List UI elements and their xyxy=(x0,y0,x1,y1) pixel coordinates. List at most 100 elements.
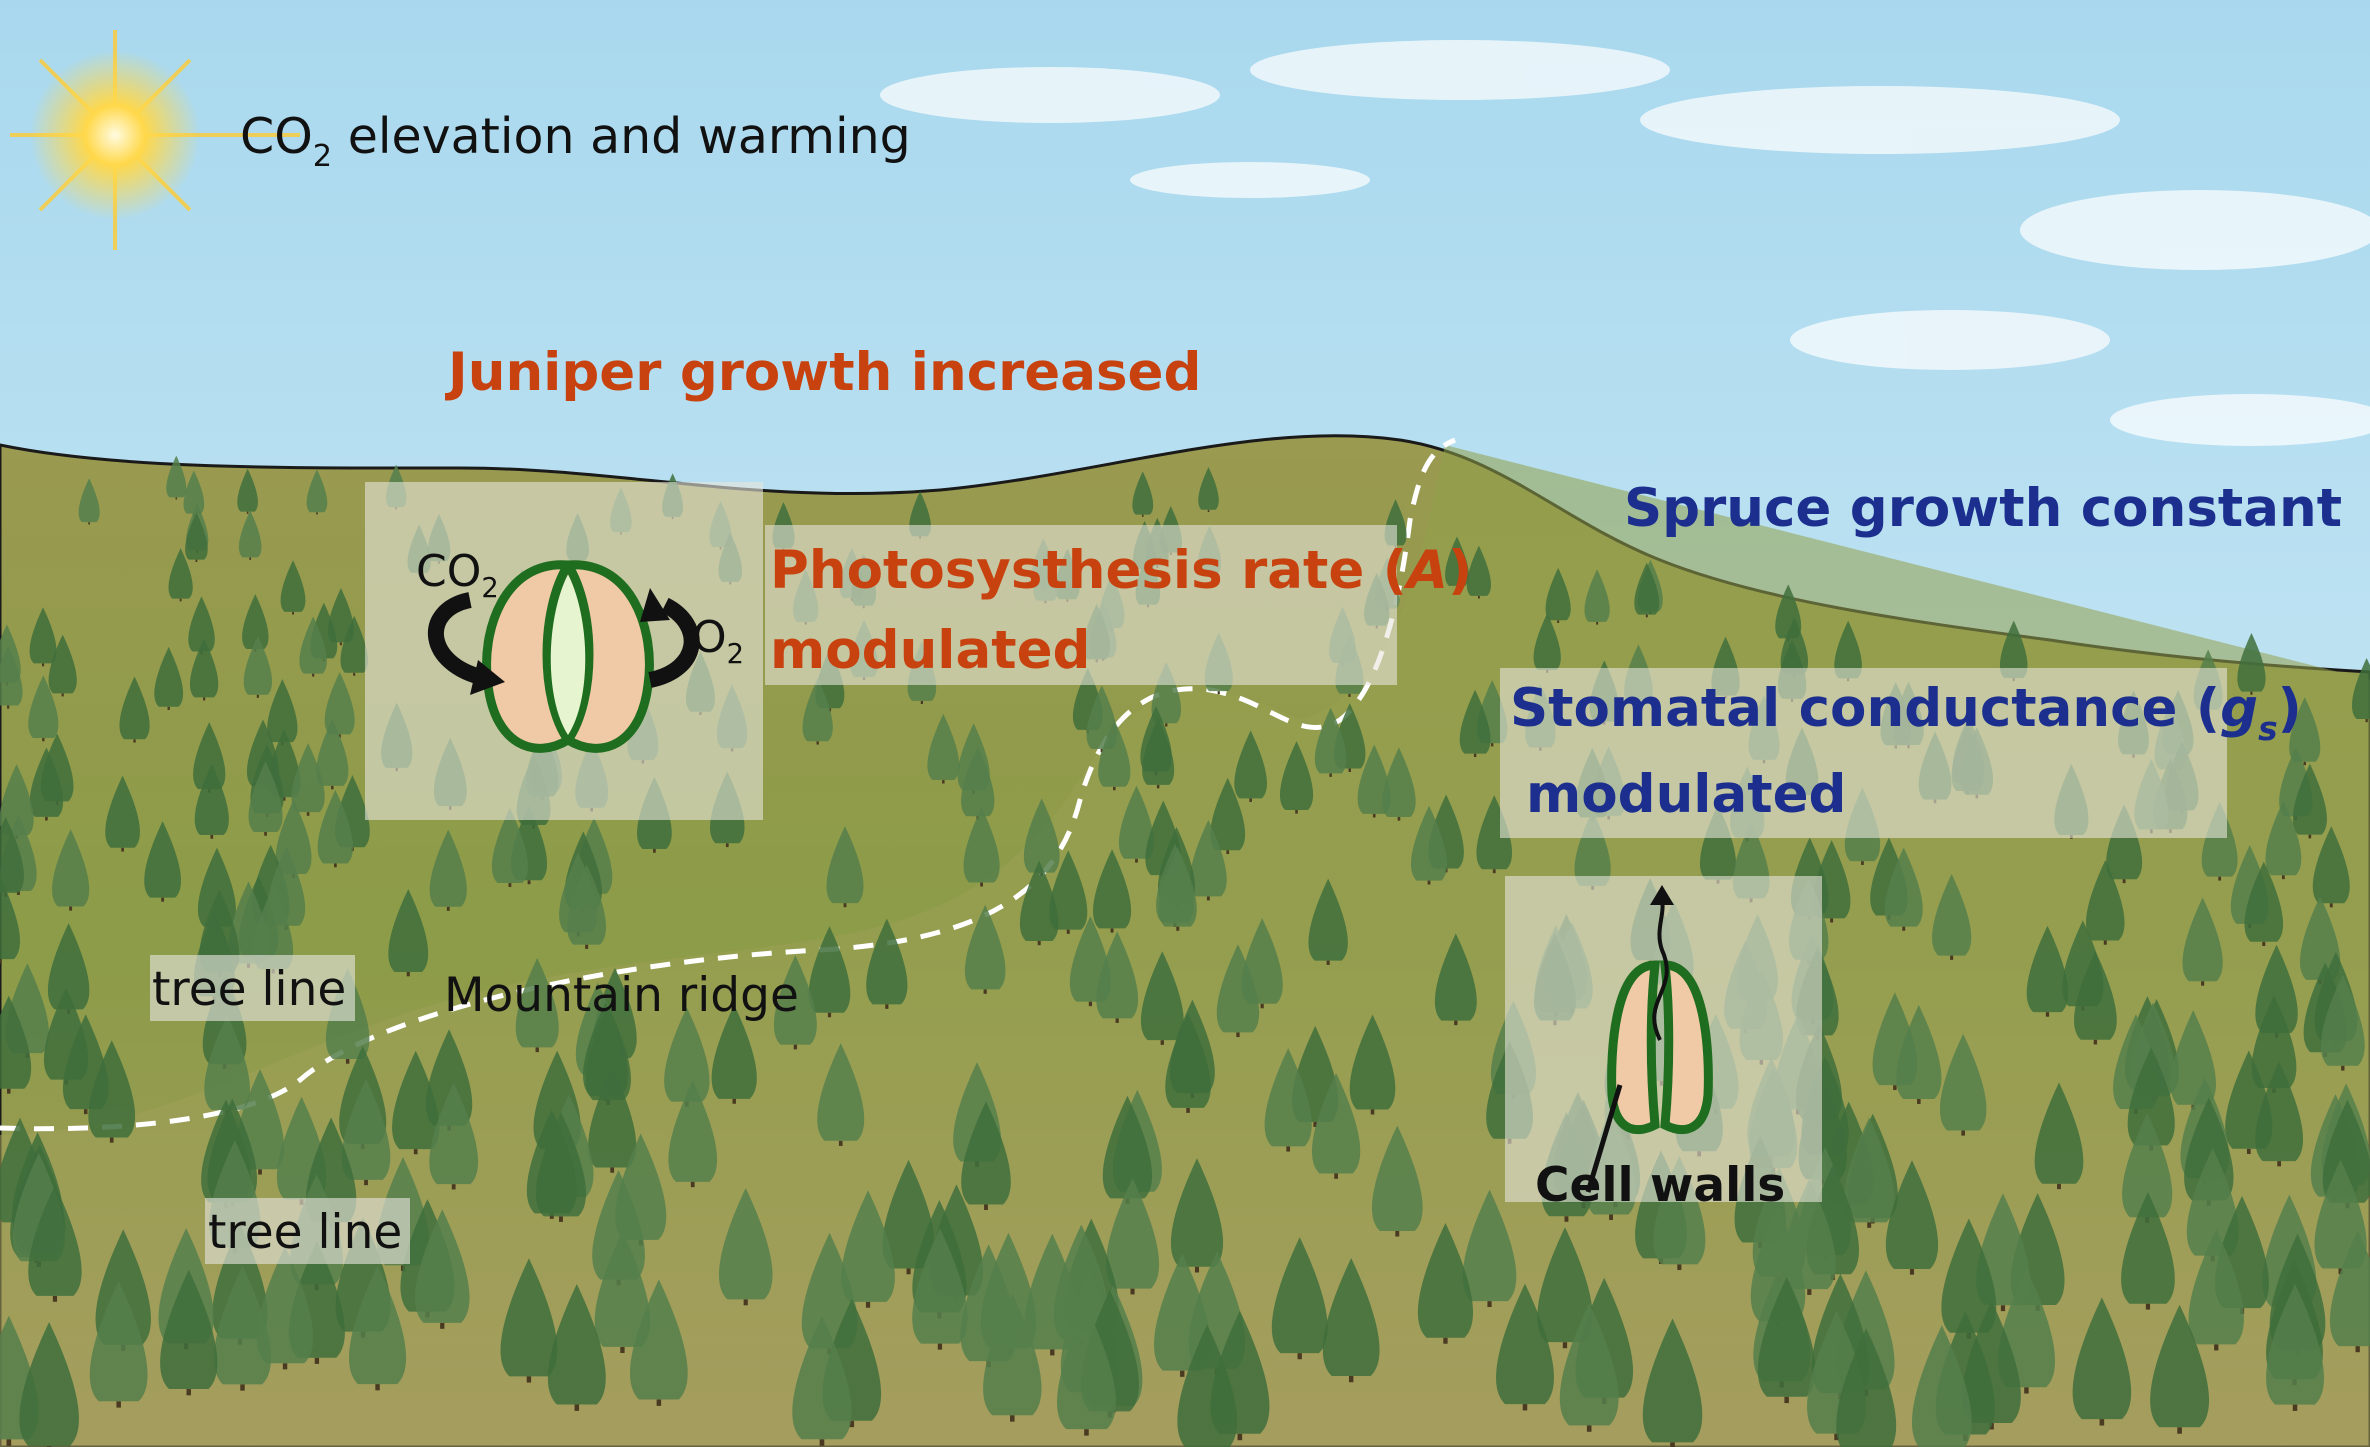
tree xyxy=(144,821,182,902)
tree xyxy=(0,877,20,964)
clouds xyxy=(880,40,2370,446)
tree xyxy=(882,1159,935,1275)
tree xyxy=(1466,545,1491,599)
tree xyxy=(1885,1160,1939,1275)
tree xyxy=(2289,697,2321,766)
o2-output-label: O2 xyxy=(692,612,744,671)
tree xyxy=(961,1101,1011,1210)
tree xyxy=(238,510,262,560)
tree xyxy=(1093,849,1132,933)
treeline-upper-panel xyxy=(150,955,355,1021)
tree xyxy=(2072,1297,2132,1426)
tree xyxy=(1371,1125,1423,1237)
tree xyxy=(866,918,908,1009)
tree xyxy=(2265,800,2302,880)
tree xyxy=(792,1315,852,1446)
tree xyxy=(1459,689,1491,758)
tree xyxy=(1056,1306,1116,1436)
tree xyxy=(160,1269,218,1396)
tree xyxy=(0,645,23,709)
treeline-lower-label: tree line xyxy=(208,1205,403,1260)
tree xyxy=(306,469,328,515)
tree xyxy=(2266,1284,2324,1411)
tree xyxy=(1210,777,1246,855)
tree xyxy=(2237,633,2266,695)
spruce-modulated-label: modulated xyxy=(1526,764,1847,825)
tree xyxy=(1653,1156,1706,1271)
juniper-heading: Juniper growth increased xyxy=(448,342,1202,403)
tree xyxy=(2121,1191,2175,1310)
tree xyxy=(2351,657,2370,723)
tree xyxy=(964,904,1006,994)
tree xyxy=(826,826,864,908)
tree xyxy=(1411,805,1448,885)
tree xyxy=(547,1284,606,1411)
tree xyxy=(1634,562,1660,618)
tree xyxy=(1311,1073,1361,1179)
tree xyxy=(2320,974,2365,1071)
spruce-text-panel xyxy=(1500,668,2227,838)
tree xyxy=(429,1082,479,1190)
scenario-title: CO2 elevation and warming xyxy=(240,108,911,174)
tree xyxy=(1496,1283,1554,1411)
tree xyxy=(1105,1178,1160,1295)
tree xyxy=(711,1004,757,1104)
tree xyxy=(2188,1229,2244,1351)
tree xyxy=(1314,707,1347,777)
co2-in-arrow-icon xyxy=(427,592,505,695)
o2-out-arrow-icon xyxy=(640,588,700,688)
tree xyxy=(2086,860,2125,945)
tree xyxy=(1417,1222,1474,1344)
tree xyxy=(88,1040,136,1143)
tree xyxy=(963,807,1000,887)
tree xyxy=(213,1265,272,1391)
tree xyxy=(1198,466,1219,513)
tree xyxy=(2292,763,2327,839)
tree xyxy=(1142,718,1175,789)
tree xyxy=(388,889,429,977)
tree xyxy=(1165,1013,1211,1113)
tree xyxy=(1382,747,1416,821)
tree xyxy=(415,1209,470,1329)
tree xyxy=(248,761,283,836)
tree xyxy=(1049,850,1088,934)
tree xyxy=(1170,1158,1224,1273)
tree xyxy=(630,1279,688,1406)
tree xyxy=(52,829,90,911)
tree xyxy=(1434,933,1477,1026)
tree xyxy=(912,1228,968,1350)
tree xyxy=(718,1188,773,1306)
tree xyxy=(567,864,607,949)
tree xyxy=(1445,536,1469,589)
tree xyxy=(1271,1237,1328,1360)
spruce-heading: Spruce growth constant xyxy=(1624,478,2343,539)
stoma-open-icon xyxy=(482,560,654,753)
tree xyxy=(291,743,325,816)
tree xyxy=(1153,1253,1211,1377)
tree xyxy=(1884,847,1923,931)
tree xyxy=(1118,785,1155,863)
treeline-upper-label: tree line xyxy=(152,962,347,1017)
tree xyxy=(48,634,77,697)
tree xyxy=(1151,661,1182,727)
tree xyxy=(594,1231,651,1353)
juniper-modulated-label: modulated xyxy=(770,620,1091,681)
tree xyxy=(28,1184,82,1302)
tree xyxy=(392,1050,440,1155)
co2-input-label: CO2 xyxy=(416,546,499,605)
tree xyxy=(2182,897,2223,986)
tree xyxy=(256,1246,314,1370)
tree xyxy=(327,588,354,646)
tree xyxy=(1216,944,1260,1038)
mountain-ridge-label: Mountain ridge xyxy=(444,968,799,1023)
tree xyxy=(1098,719,1131,791)
tree xyxy=(2026,925,2069,1017)
cell-wall-pointer xyxy=(1585,1084,1623,1193)
tree xyxy=(1019,860,1059,946)
tree xyxy=(189,638,219,701)
tree xyxy=(29,607,57,667)
tree xyxy=(1844,1117,1895,1228)
tree xyxy=(2201,801,2238,881)
tree xyxy=(1140,951,1184,1045)
tree xyxy=(588,1067,637,1173)
